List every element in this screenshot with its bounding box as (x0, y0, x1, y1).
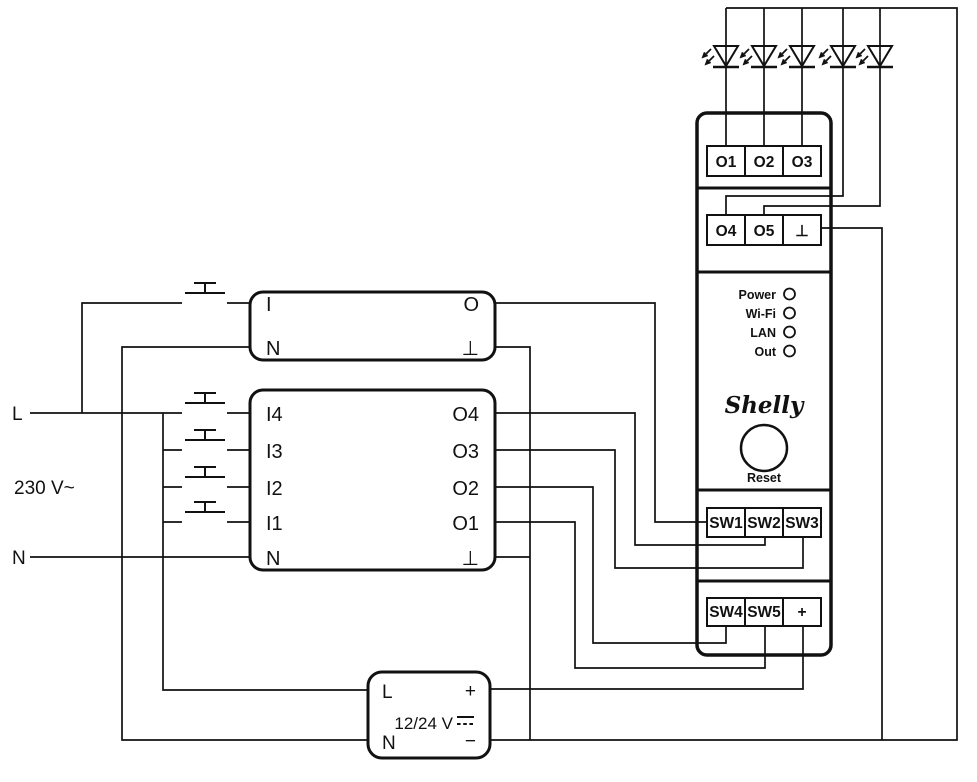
wire-l-bus-to-psu (162, 413, 368, 691)
wire-plus (490, 626, 804, 690)
power-supply-body (366, 670, 492, 760)
terminal-sw1 (706, 507, 746, 538)
wire-ground-bus (495, 346, 531, 740)
module-single-neutral-label: N (266, 338, 280, 360)
module-quad-o4-label: O4 (452, 404, 479, 426)
lamp-symbols (701, 45, 894, 69)
wire-o2-to-sw4 (495, 486, 727, 644)
reset-label: Reset (747, 471, 782, 485)
terminal-sw5-label: SW5 (747, 604, 781, 621)
psu-rating-label: 12/24 V (394, 714, 453, 733)
wire-lamp5-o5 (763, 8, 881, 215)
led-lamp-icon (777, 45, 816, 69)
pushbutton-icon (185, 429, 225, 441)
terminal-plus (782, 597, 822, 627)
wire-single-o-to-sw1 (495, 302, 707, 523)
module-single-body (248, 290, 497, 362)
wire-single-n-to-psu (121, 346, 368, 741)
module-single-input-label: I (266, 294, 272, 316)
shelly-logo: Shelly (725, 392, 805, 419)
terminal-sw2-label: SW2 (747, 515, 781, 532)
terminal-o4-label: O4 (716, 223, 737, 240)
device-terminals: O1 O2 O3 O4 O5 ⊥ SW1 SW2 SW3 SW4 SW5 + (706, 145, 822, 627)
dc-voltage-icon (457, 716, 474, 725)
psu-line-label: L (382, 682, 393, 703)
wire-o1-to-sw5 (495, 521, 766, 669)
power-led-icon (783, 287, 796, 301)
module-single: I N O ⊥ (248, 290, 497, 362)
led-lamp-icon (818, 45, 857, 69)
shelly-device-body (695, 111, 833, 657)
terminal-o5 (744, 214, 784, 246)
out-led-icon (783, 344, 796, 358)
terminal-plus-label: + (797, 604, 806, 621)
wire-o4-to-sw2 (495, 412, 766, 546)
terminal-sw5 (744, 597, 784, 627)
terminal-ground (782, 214, 822, 246)
wire-lamp4-o4 (725, 8, 844, 215)
mains-voltage-label: 230 V~ (14, 478, 75, 499)
pushbutton-icon (185, 501, 225, 513)
status-out-label: Out (754, 345, 776, 359)
psu-plus-label: + (465, 681, 476, 702)
wires (30, 7, 958, 741)
terminal-ground-label: ⊥ (795, 223, 809, 240)
power-supply: L N + − 12/24 V (366, 670, 492, 760)
reset-button (739, 423, 789, 473)
module-quad-o2-label: O2 (452, 478, 479, 500)
terminal-o1 (706, 145, 746, 177)
module-quad-i1-label: I1 (266, 513, 283, 535)
status-lan-label: LAN (750, 326, 776, 340)
pushbutton-icon (185, 282, 225, 294)
pushbutton-icon (185, 392, 225, 404)
status-power-label: Power (738, 288, 776, 302)
module-quad-i3-label: I3 (266, 441, 283, 463)
led-lamp-icon (855, 45, 894, 69)
module-quad-body (248, 388, 497, 572)
led-lamp-icon (701, 45, 740, 69)
wire-o3-to-sw3 (495, 449, 804, 569)
terminal-o3-label: O3 (792, 154, 813, 171)
psu-minus-label: − (465, 731, 476, 752)
terminal-o4 (706, 214, 746, 246)
terminal-sw2 (744, 507, 784, 538)
module-quad-ground-label: ⊥ (462, 548, 479, 570)
wire-minus-rail (490, 7, 958, 741)
device-status: Power Wi-Fi LAN Out (738, 287, 796, 359)
module-quad-i4-label: I4 (266, 404, 283, 426)
mains-neutral-label: N (12, 548, 26, 569)
terminal-o1-label: O1 (716, 154, 737, 171)
module-single-ground-label: ⊥ (462, 338, 479, 360)
psu-neutral-label: N (382, 733, 396, 754)
terminal-o2-label: O2 (754, 154, 775, 171)
wifi-led-icon (783, 306, 796, 320)
terminal-sw3-label: SW3 (785, 515, 819, 532)
module-quad-o3-label: O3 (452, 441, 479, 463)
terminal-o3 (782, 145, 822, 177)
wire-l-branch-single (81, 302, 182, 413)
module-quad-i2-label: I2 (266, 478, 283, 500)
module-quad-o1-label: O1 (452, 513, 479, 535)
module-single-output-label: O (463, 294, 479, 316)
module-quad: I4 I3 I2 I1 N O4 O3 O2 O1 ⊥ (248, 388, 497, 572)
mains-line-label: L (12, 404, 23, 425)
terminal-o5-label: O5 (754, 223, 775, 240)
pushbutton-icon (185, 466, 225, 478)
led-lamp-icon (739, 45, 778, 69)
pushbutton-symbols (185, 282, 225, 513)
terminal-sw1-label: SW1 (709, 515, 743, 532)
terminal-sw4-label: SW4 (709, 604, 743, 621)
module-quad-neutral-label: N (266, 548, 280, 570)
wire-device-ground (821, 227, 883, 740)
lan-led-icon (783, 325, 796, 339)
status-wifi-label: Wi-Fi (746, 307, 776, 321)
terminal-sw3 (782, 507, 822, 538)
